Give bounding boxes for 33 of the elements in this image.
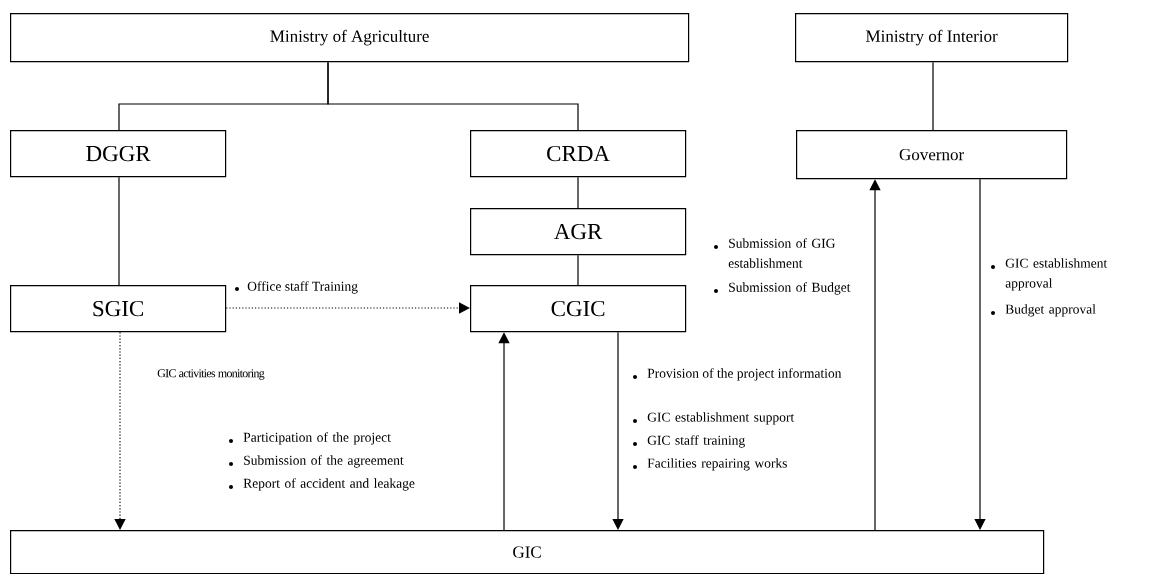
org-box: DGGR xyxy=(10,130,227,178)
bullet-item: GIC establishment support xyxy=(647,412,795,425)
bullet-item: GIC staff training xyxy=(647,435,745,448)
arrow xyxy=(225,302,470,314)
bullet-item: Provision of the project information xyxy=(647,368,842,381)
bullet-item: Participation of the project xyxy=(243,432,391,445)
bullet-item: GIC establishment approval xyxy=(1005,258,1108,291)
bullet-item: Report of accident and leakage xyxy=(243,478,415,491)
bullet-item: Submission of GIG establishment xyxy=(728,238,836,268)
org-box: Governor xyxy=(796,130,1068,180)
bullet-item: Submission of the agreement xyxy=(244,455,404,468)
org-box: Ministry of Agriculture xyxy=(10,13,690,63)
org-box: CGIC xyxy=(470,285,687,333)
connector-line xyxy=(932,61,934,131)
arrow xyxy=(869,179,881,531)
org-box: Ministry of Interior xyxy=(795,13,1069,63)
connector-line xyxy=(577,176,579,209)
bullet-item: Facilities repairing works xyxy=(647,458,787,471)
org-box: GIC xyxy=(10,530,1045,574)
bullet-item: Budget approval xyxy=(1005,304,1096,317)
connector-line xyxy=(577,254,579,286)
arrow xyxy=(114,331,126,530)
org-box: SGIC xyxy=(10,285,227,333)
connector-line xyxy=(118,176,120,286)
arrow xyxy=(612,331,624,530)
org-box: AGR xyxy=(470,208,687,256)
arrow xyxy=(498,332,510,531)
edge-label: Office staff Training xyxy=(247,281,358,294)
bullet-item: Submission of Budget xyxy=(729,282,851,295)
arrow xyxy=(974,178,986,530)
connector-line xyxy=(327,61,579,131)
org-box: CRDA xyxy=(470,130,687,178)
edge-label: GIC activities monitoring xyxy=(157,369,265,380)
